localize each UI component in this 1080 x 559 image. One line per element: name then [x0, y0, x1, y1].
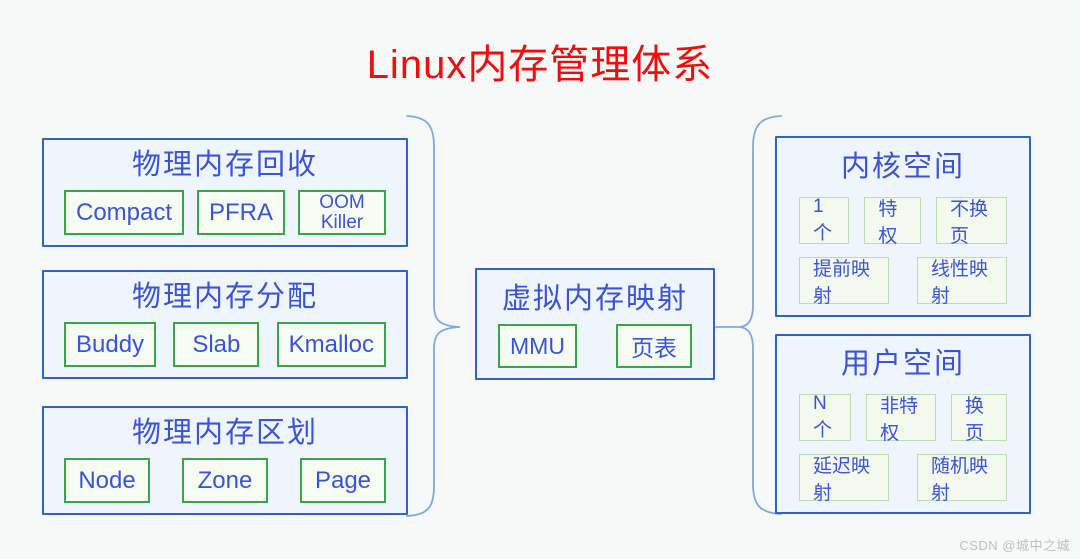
box-title: 虚拟内存映射: [501, 283, 688, 315]
chip-compact: Compact: [64, 190, 185, 235]
pill-row: 提前映射 线性映射: [777, 257, 1029, 307]
chip-node: Node: [64, 458, 150, 503]
box-title: 物理内存回收: [131, 149, 318, 181]
chip-buddy: Buddy: [64, 322, 157, 367]
pill-row: 延迟映射 随机映射: [777, 454, 1029, 504]
pill-count: N个: [799, 393, 852, 441]
pill-mapping-time: 提前映射: [799, 257, 889, 307]
pill-privilege: 特权: [864, 197, 921, 247]
box-title: 用户空间: [840, 348, 965, 380]
pill-privilege: 非特权: [866, 394, 937, 444]
chip-pfra: PFRA: [197, 190, 286, 235]
csdn-watermark: CSDN @城中之城: [959, 538, 1070, 553]
chip-mmu: MMU: [498, 324, 577, 368]
pill-paging: 换页: [951, 394, 1007, 444]
pill-mapping-time: 延迟映射: [799, 454, 889, 504]
box-kernel-space: 内核空间 1个 特权 不换页 提前映射 线性映射: [775, 136, 1031, 317]
box-physical-memory-allocation: 物理内存分配 Buddy Slab Kmalloc: [42, 270, 408, 379]
pill-paging: 不换页: [935, 197, 1007, 247]
chip-slab: Slab: [173, 322, 260, 367]
box-title: 物理内存区划: [131, 417, 318, 449]
chip-page: Page: [300, 458, 386, 503]
chip-row: MMU 页表: [477, 324, 713, 368]
chip-kmalloc: Kmalloc: [276, 322, 386, 367]
chip-zone: Zone: [182, 458, 268, 503]
chip-page-table: 页表: [616, 324, 692, 368]
box-virtual-memory-mapping: 虚拟内存映射 MMU 页表: [475, 268, 715, 380]
box-user-space: 用户空间 N个 非特权 换页 延迟映射 随机映射: [775, 334, 1031, 514]
pill-count: 1个: [799, 196, 850, 244]
left-brace: [406, 115, 461, 517]
pill-mapping-type: 线性映射: [917, 257, 1007, 307]
chip-oom-killer: OOM Killer: [298, 190, 386, 235]
page-title: Linux内存管理体系: [366, 43, 714, 87]
pill-row: N个 非特权 换页: [777, 393, 1029, 444]
box-physical-memory-reclaim: 物理内存回收 Compact PFRA OOM Killer: [42, 138, 408, 247]
pill-row: 1个 特权 不换页: [777, 196, 1029, 247]
pill-mapping-type: 随机映射: [917, 454, 1007, 504]
chip-row: Compact PFRA OOM Killer: [44, 190, 406, 235]
box-title: 物理内存分配: [131, 281, 318, 313]
chip-row: Buddy Slab Kmalloc: [44, 322, 406, 367]
box-title: 内核空间: [840, 151, 965, 183]
chip-row: Node Zone Page: [44, 458, 406, 503]
box-physical-memory-zoning: 物理内存区划 Node Zone Page: [42, 406, 408, 515]
